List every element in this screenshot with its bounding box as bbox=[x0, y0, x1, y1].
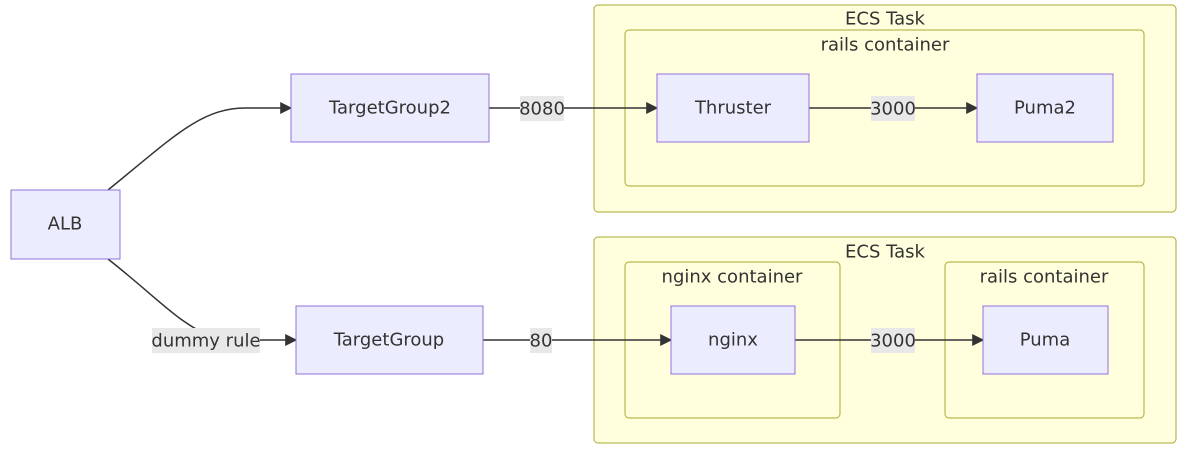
ecs-task-bottom-label: ECS Task bbox=[845, 242, 926, 263]
edge-label-8080: 8080 bbox=[519, 96, 565, 121]
node-targetgroup[interactable]: TargetGroup bbox=[295, 305, 484, 375]
thruster-label: Thruster bbox=[694, 98, 772, 119]
dummy-rule-label: dummy rule bbox=[151, 331, 260, 352]
port-3000-bottom-label: 3000 bbox=[870, 331, 916, 352]
puma-label: Puma bbox=[1020, 330, 1071, 351]
node-puma2[interactable]: Puma2 bbox=[976, 73, 1114, 143]
nginx-label: nginx bbox=[708, 330, 758, 351]
puma2-label: Puma2 bbox=[1014, 98, 1076, 119]
alb-label: ALB bbox=[48, 214, 83, 235]
ecs-task-top-label: ECS Task bbox=[845, 9, 926, 30]
node-nginx[interactable]: nginx bbox=[670, 305, 796, 375]
node-puma[interactable]: Puma bbox=[982, 305, 1109, 375]
edge-label-3000-top: 3000 bbox=[870, 96, 916, 121]
node-thruster[interactable]: Thruster bbox=[656, 73, 810, 143]
node-alb[interactable]: ALB bbox=[10, 189, 121, 260]
targetgroup-label: TargetGroup bbox=[333, 330, 445, 351]
port-8080-label: 8080 bbox=[519, 99, 565, 120]
rails-container-top-label: rails container bbox=[821, 35, 950, 56]
edge-label-3000-bottom: 3000 bbox=[870, 328, 916, 353]
edge-alb-targetgroup bbox=[107, 258, 298, 346]
port-3000-top-label: 3000 bbox=[870, 99, 916, 120]
edge-label-dummy-rule: dummy rule bbox=[151, 328, 261, 353]
nginx-container-label: nginx container bbox=[662, 267, 804, 288]
edge-alb-targetgroup2 bbox=[107, 102, 293, 191]
port-80-label: 80 bbox=[530, 331, 553, 352]
targetgroup2-label: TargetGroup2 bbox=[328, 98, 451, 119]
rails-container-bottom-label: rails container bbox=[980, 267, 1109, 288]
node-targetgroup2[interactable]: TargetGroup2 bbox=[290, 73, 490, 143]
edge-label-80: 80 bbox=[530, 328, 553, 353]
